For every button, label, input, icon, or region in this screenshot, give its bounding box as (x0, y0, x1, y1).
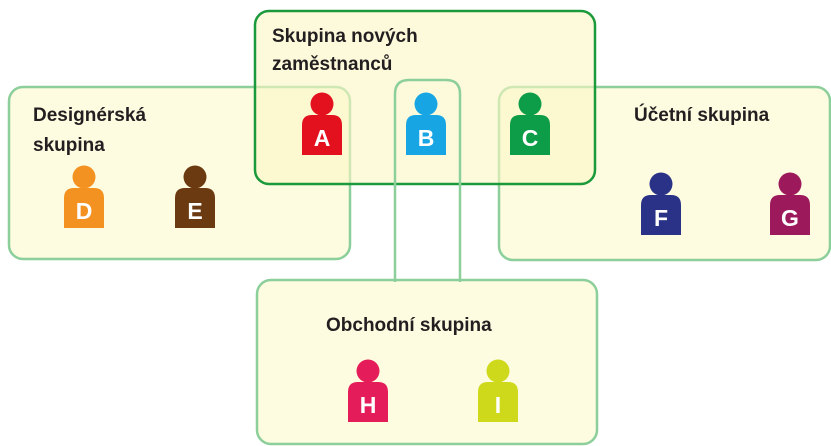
design-group-label: Designérská skupina (33, 105, 151, 156)
people-layer: A B C D E F G H I (64, 92, 810, 422)
person-head-icon (183, 165, 207, 189)
person-head-icon (518, 92, 542, 116)
person-letter-label: C (522, 125, 539, 151)
sales-connector (393, 78, 462, 282)
person-head-icon (486, 359, 510, 383)
person-letter-label: E (187, 198, 202, 224)
person-letter-label: I (495, 392, 501, 418)
person-f: F (641, 172, 681, 235)
person-letter-label: H (360, 392, 377, 418)
newhires-group-label: Skupina nových zaměstnanců (272, 26, 423, 75)
person-letter-label: A (314, 125, 331, 151)
person-letter-label: F (654, 205, 668, 231)
person-head-icon (310, 92, 334, 116)
person-body-icon (175, 188, 215, 228)
person-body-icon (641, 195, 681, 235)
person-letter-label: B (418, 125, 435, 151)
person-e: E (175, 165, 215, 228)
sales-group-label: Obchodní skupina (326, 315, 492, 336)
sales-group-box (255, 278, 599, 446)
person-body-icon (406, 115, 446, 155)
person-a: A (302, 92, 342, 155)
person-body-icon (510, 115, 550, 155)
person-c: C (510, 92, 550, 155)
person-b: B (406, 92, 446, 155)
person-d: D (64, 165, 104, 228)
person-g: G (770, 172, 810, 235)
person-head-icon (72, 165, 96, 189)
person-h: H (348, 359, 388, 422)
person-body-icon (348, 382, 388, 422)
person-head-icon (778, 172, 802, 196)
person-body-icon (302, 115, 342, 155)
person-body-icon (478, 382, 518, 422)
person-body-icon (770, 195, 810, 235)
person-body-icon (64, 188, 104, 228)
person-head-icon (649, 172, 673, 196)
person-letter-label: G (781, 205, 799, 231)
accounting-group-label: Účetní skupina (634, 104, 770, 126)
person-i: I (478, 359, 518, 422)
person-letter-label: D (76, 198, 93, 224)
person-head-icon (356, 359, 380, 383)
person-head-icon (414, 92, 438, 116)
